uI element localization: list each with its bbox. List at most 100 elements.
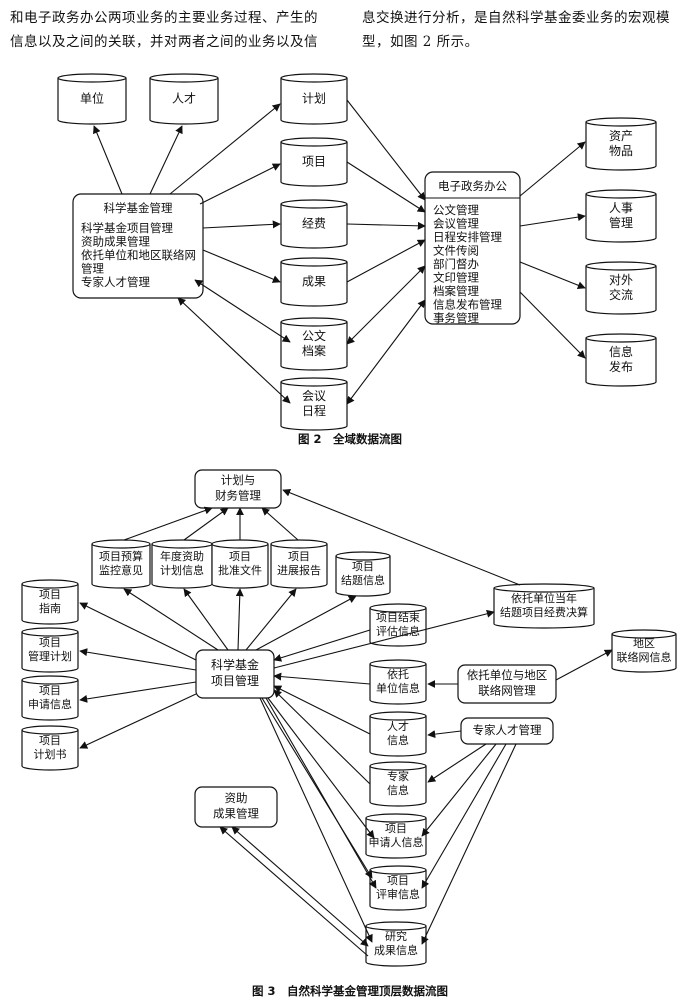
label-text: 评估信息 xyxy=(376,624,420,638)
label-text: 管理 xyxy=(81,262,104,276)
label-text: 项目 xyxy=(302,155,326,169)
label-text: 单位信息 xyxy=(376,681,420,695)
label-text: 单位 xyxy=(80,91,104,106)
flow-huiyi-dianzi xyxy=(346,299,426,405)
label-text: 人事 xyxy=(609,201,633,215)
flow-yituo-center xyxy=(273,672,371,685)
label-text: 事务管理 xyxy=(433,311,479,325)
flow-center-yusuan xyxy=(123,588,219,651)
label-text: 对外 xyxy=(609,273,633,287)
label-text: 结题信息 xyxy=(341,573,385,587)
text-line: 和电子政务办公两项业务的主要业务过程、产生的 xyxy=(10,10,318,26)
label-text: 成果 xyxy=(302,275,326,289)
label-text: 申请人信息 xyxy=(369,835,424,849)
label-text: 经费 xyxy=(302,217,326,231)
body-text-right: 息交换进行分析，是自然科学基金委业务的宏观模 型，如图 2 所示。 xyxy=(362,6,692,54)
process-zhuanjia: 专家人才管理 xyxy=(460,717,554,745)
flow-kexue-chengguo xyxy=(202,249,281,283)
label-text: 资助成果管理 xyxy=(81,235,150,249)
flow-xiangmu-dianzi xyxy=(346,161,426,213)
label-text: 项目 xyxy=(39,684,61,697)
flow-zhuanjia-rencai xyxy=(427,730,462,739)
store-jingfei: 经费 xyxy=(280,199,348,249)
store-chengguo: 成果 xyxy=(280,257,348,307)
label-text: 科学基金 xyxy=(211,657,259,672)
flow-juece-jihua xyxy=(282,488,521,586)
flow-dianzi-renshi xyxy=(519,213,586,227)
label-text: 管理 xyxy=(609,215,633,230)
flow-center-shenqingren xyxy=(267,697,375,839)
flow-center-pizhun xyxy=(235,588,244,651)
label-text: 人才 xyxy=(172,92,196,106)
label-text: 档案管理 xyxy=(433,284,479,298)
label-text: 日程安排管理 xyxy=(433,230,502,244)
flow-center-guanli xyxy=(79,648,197,671)
label-text: 会议管理 xyxy=(433,217,479,231)
label-text: 档案 xyxy=(302,343,326,358)
flow-zhuanjia-shenqingren xyxy=(421,743,497,837)
flow-rencai-center xyxy=(273,685,371,735)
label-text: 文印管理 xyxy=(433,271,479,285)
flow-center-pingshen xyxy=(265,697,377,889)
flow-center-jihuashu xyxy=(79,693,197,749)
box-title: 科学基金管理 xyxy=(104,201,173,215)
body-text-left: 和电子政务办公两项业务的主要业务过程、产生的 信息以及之间的关联，并对两者之间的… xyxy=(10,6,340,54)
flow-zhuanjia-zhuanjiaxinxi xyxy=(427,743,487,783)
label-text: 公文管理 xyxy=(433,203,479,217)
flow-dianzi-duiwai xyxy=(519,261,586,290)
label-text: 依托单位当年 xyxy=(511,591,577,605)
flow-zhuanjia-pingshen xyxy=(421,743,507,889)
label-text: 批准文件 xyxy=(218,563,262,577)
label-text: 依托单位和地区联络网 xyxy=(81,248,196,262)
label-text: 资产 xyxy=(609,129,633,143)
flow-kexue-xiangmu xyxy=(199,163,281,205)
label-text: 专家人才管理 xyxy=(473,723,542,737)
flow-zhuanjia-center xyxy=(273,689,371,785)
flow-zhuanjia-yanjiu xyxy=(421,743,517,945)
flow-dianzi-xinxi xyxy=(519,291,586,359)
label-text: 计划书 xyxy=(34,748,67,761)
label-text: 联络网信息 xyxy=(617,650,672,664)
label-text: 项目 xyxy=(39,636,61,649)
flow-yanjiu-zizhu xyxy=(219,826,369,957)
label-text: 指南 xyxy=(39,601,61,615)
store-xinxi: 信息发布 xyxy=(585,333,657,387)
flow-kexue-rencai xyxy=(149,125,183,195)
process-xiangmu-guanli: 科学基金项目管理 xyxy=(195,649,275,699)
label-text: 部门督办 xyxy=(433,257,479,271)
label-text: 监控意见 xyxy=(99,563,143,577)
label-text: 成果管理 xyxy=(213,807,259,821)
label-text: 依托 xyxy=(387,667,409,681)
flow-center-zhinan xyxy=(79,602,197,661)
label-text: 信息发布管理 xyxy=(433,298,502,312)
label-text: 研究 xyxy=(385,929,407,943)
label-text: 日程 xyxy=(302,403,326,418)
label-text: 项目 xyxy=(352,560,374,573)
flow-kexue-jihua xyxy=(169,103,281,195)
store-rencai: 人才 xyxy=(149,73,219,125)
flow-jihua-dianzi xyxy=(346,99,426,201)
label-text: 项目 xyxy=(39,734,61,747)
label-text: 项目预算 xyxy=(99,549,143,563)
label-text: 公文 xyxy=(302,328,326,343)
text-line: 信息以及之间的关联，并对两者之间的业务以及信 xyxy=(10,34,318,50)
label-text: 计划与 xyxy=(221,473,256,487)
flow-kexue-jingfei xyxy=(202,220,281,229)
label-text: 项目 xyxy=(387,874,409,887)
figure-2-caption: 图 2 全域数据流图 xyxy=(298,432,402,446)
